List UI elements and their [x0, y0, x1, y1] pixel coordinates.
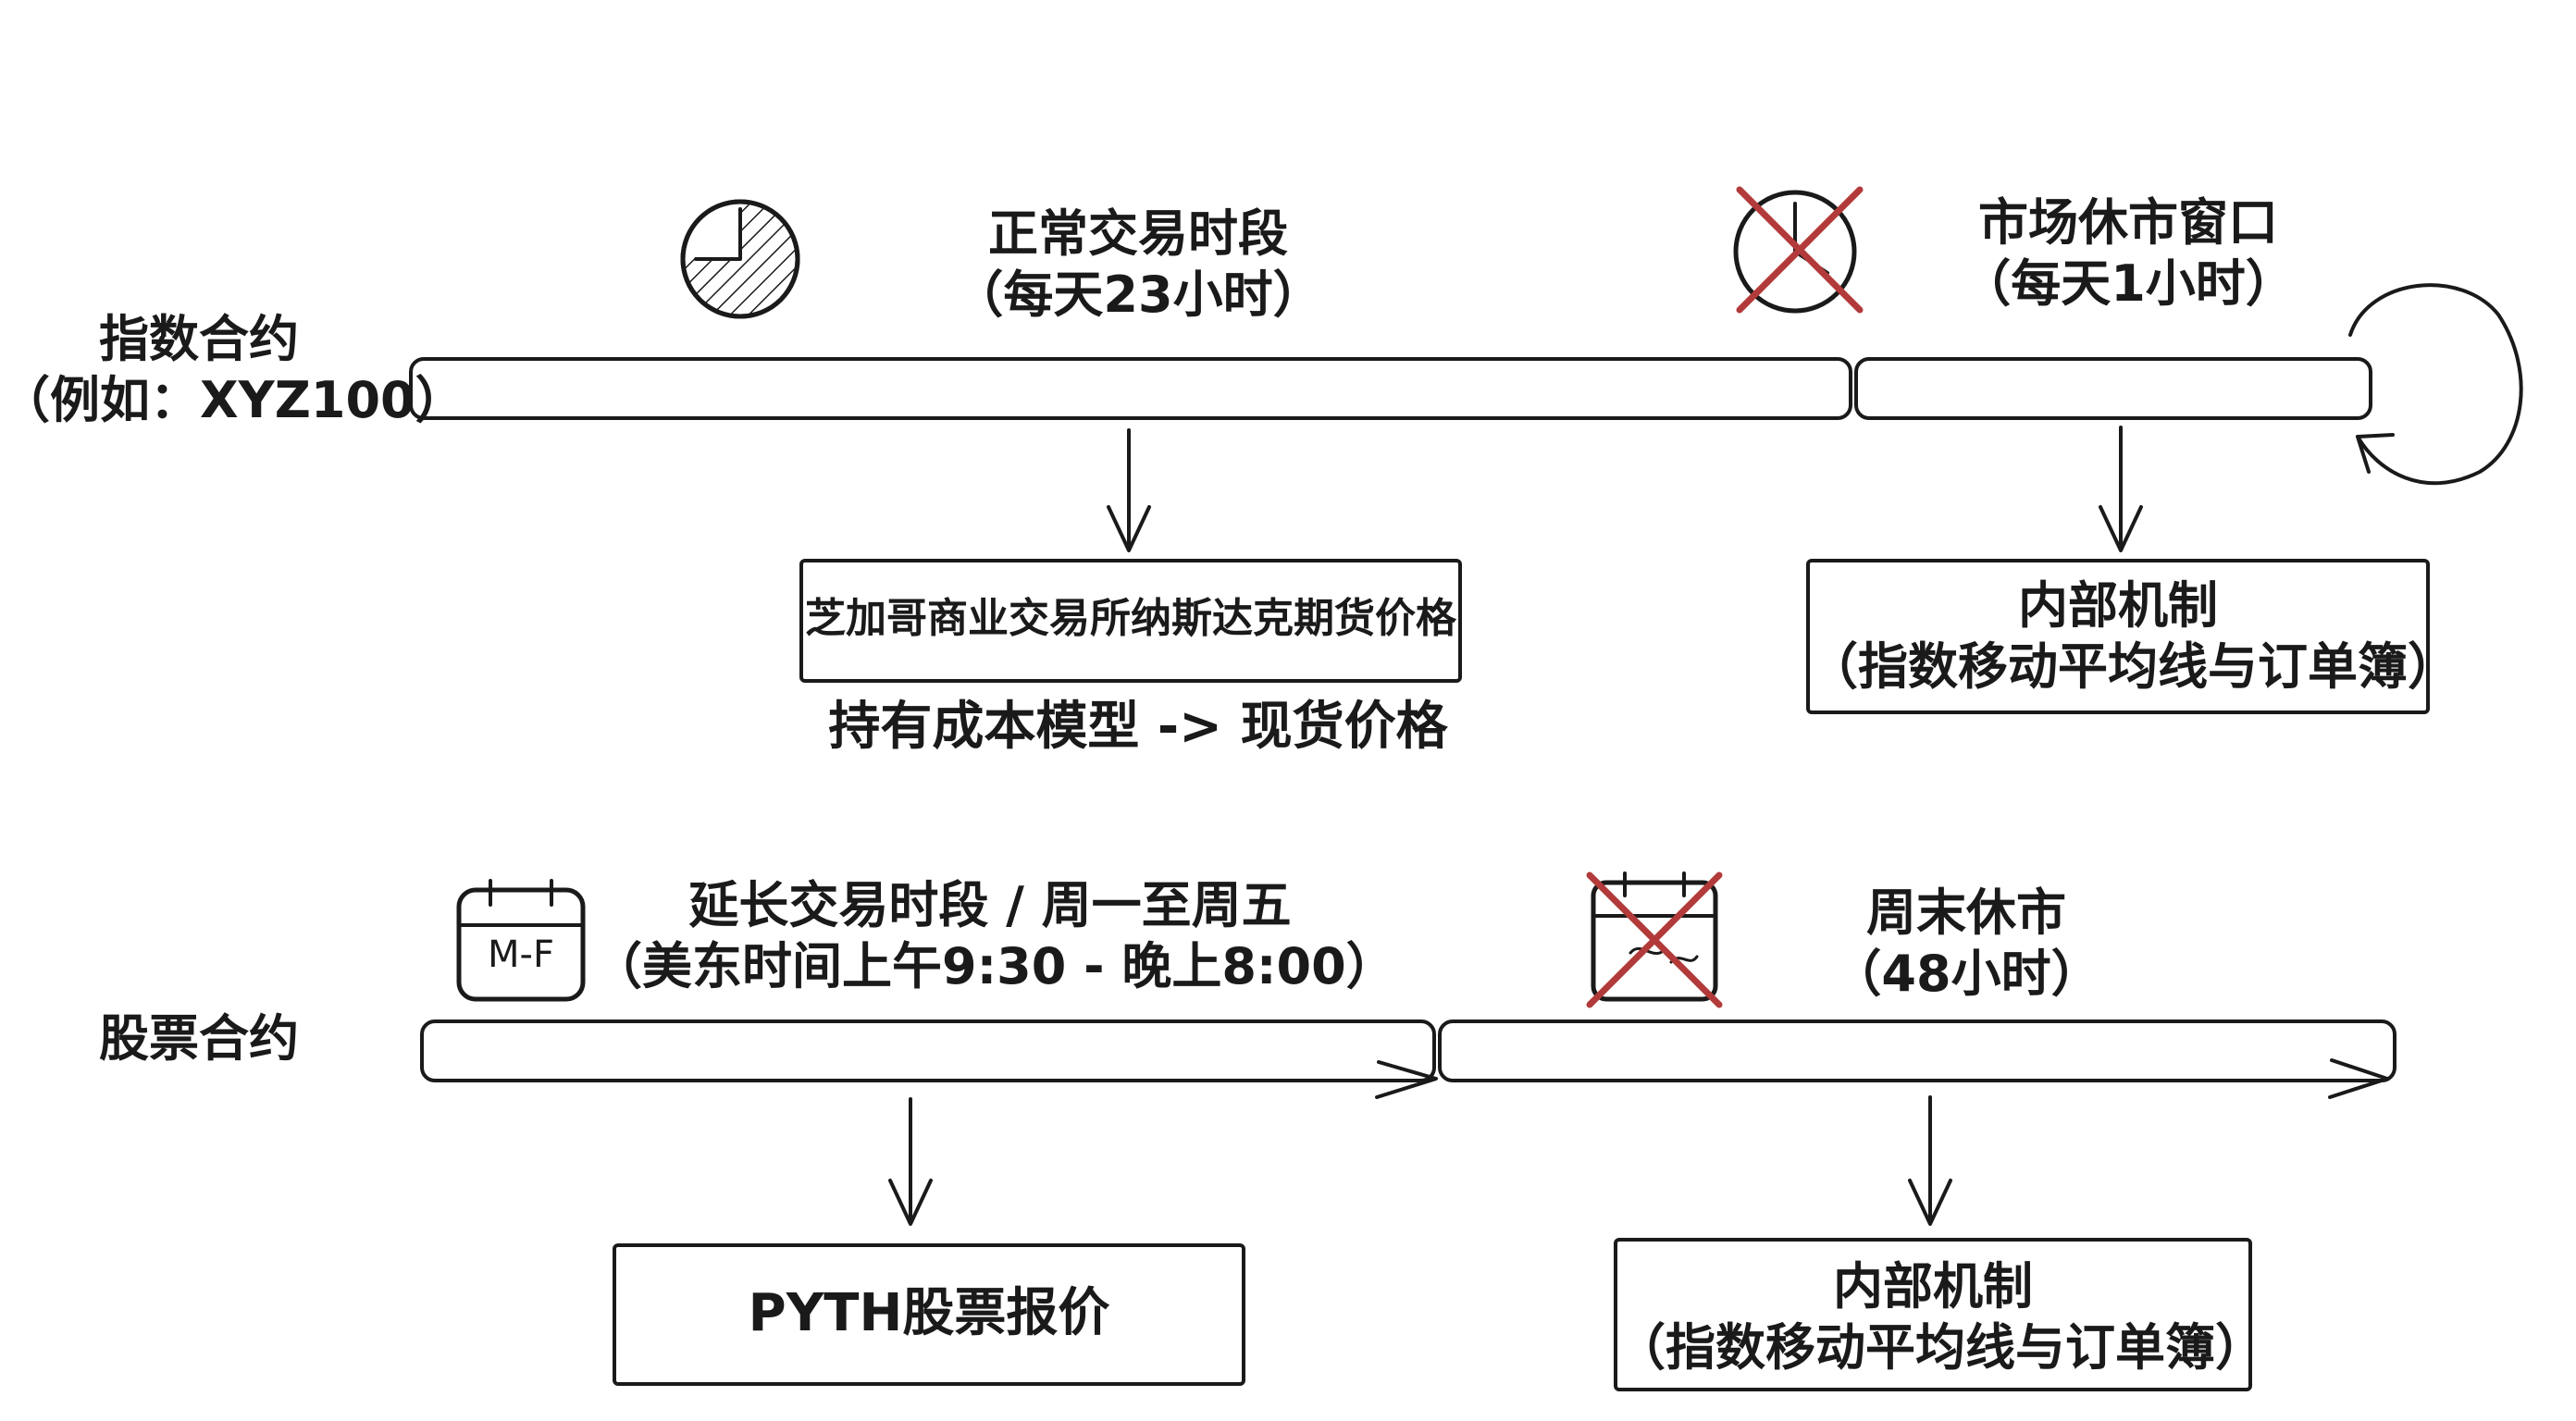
weekend-closure-heading: 周末休市 （48小时）	[1777, 883, 2156, 1005]
calendar-icon-text: M-F	[488, 933, 554, 976]
weekend-closure-bar	[1438, 1019, 2396, 1082]
closure-window-arrow	[2099, 426, 2143, 552]
weekend-closure-arrow	[1908, 1095, 1952, 1226]
closure-window-box-text: 内部机制 （指数移动平均线与订单簿）	[1808, 575, 2458, 698]
clock-icon	[680, 199, 800, 319]
extended-session-subtitle: （美东时间上午9:30 - 晚上8:00）	[592, 936, 1396, 995]
regular-session-box-text: 芝加哥商业交易所纳斯达克期货价格	[805, 595, 1456, 642]
stock-contract-label: 股票合约	[99, 1009, 299, 1068]
closure-window-heading: 市场休市窗口 （每天1小时）	[1851, 192, 2406, 315]
regular-session-subtitle: （每天23小时）	[953, 265, 1323, 324]
weekend-closure-box-line1: 内部机制	[1833, 1257, 2033, 1316]
index-contract-label-line2: （例如：XYZ100）	[0, 370, 465, 429]
extended-session-heading: 延长交易时段 / 周一至周五 （美东时间上午9:30 - 晚上8:00）	[592, 875, 1396, 997]
closure-window-title: 市场休市窗口	[1978, 193, 2278, 252]
loop-arrow	[2348, 283, 2523, 486]
index-contract-label: 指数合约 （例如：XYZ100）	[0, 309, 465, 431]
closure-window-box-line2: （指数移动平均线与订单簿）	[1808, 636, 2458, 696]
weekend-closure-box-text: 内部机制 （指数移动平均线与订单簿）	[1616, 1256, 2265, 1378]
extended-session-arrowhead	[1375, 1060, 1438, 1099]
weekend-closure-box	[1614, 1238, 2252, 1391]
regular-session-arrow	[1107, 428, 1151, 552]
weekend-closure-subtitle: （48小时）	[1831, 944, 2101, 1003]
weekend-closure-box-line2: （指数移动平均线与订单簿）	[1616, 1317, 2265, 1377]
closure-window-bar	[1854, 357, 2372, 420]
extended-session-bar	[420, 1019, 1436, 1082]
regular-session-title: 正常交易时段	[988, 204, 1288, 263]
weekend-closure-arrowhead	[2328, 1058, 2389, 1099]
extended-session-box	[613, 1243, 1245, 1386]
calendar-icon	[456, 879, 586, 1002]
cost-of-carry-note: 持有成本模型 -> 现货价格	[828, 697, 1448, 757]
closure-window-box	[1806, 559, 2430, 714]
extended-session-arrow	[888, 1097, 933, 1226]
closure-window-box-line1: 内部机制	[2018, 576, 2218, 635]
regular-session-box	[799, 559, 1462, 683]
regular-session-heading: 正常交易时段 （每天23小时）	[861, 204, 1416, 326]
weekend-closure-title: 周末休市	[1866, 883, 2066, 942]
extended-session-box-text: PYTH股票报价	[748, 1283, 1110, 1343]
extended-session-title: 延长交易时段 / 周一至周五	[688, 876, 1292, 934]
closure-window-subtitle: （每天1小时）	[1961, 253, 2296, 313]
regular-session-bar	[409, 357, 1852, 420]
index-contract-label-line1: 指数合约	[99, 310, 299, 368]
crossed-calendar-icon	[1586, 871, 1723, 1008]
crossed-clock-icon	[1733, 186, 1864, 314]
